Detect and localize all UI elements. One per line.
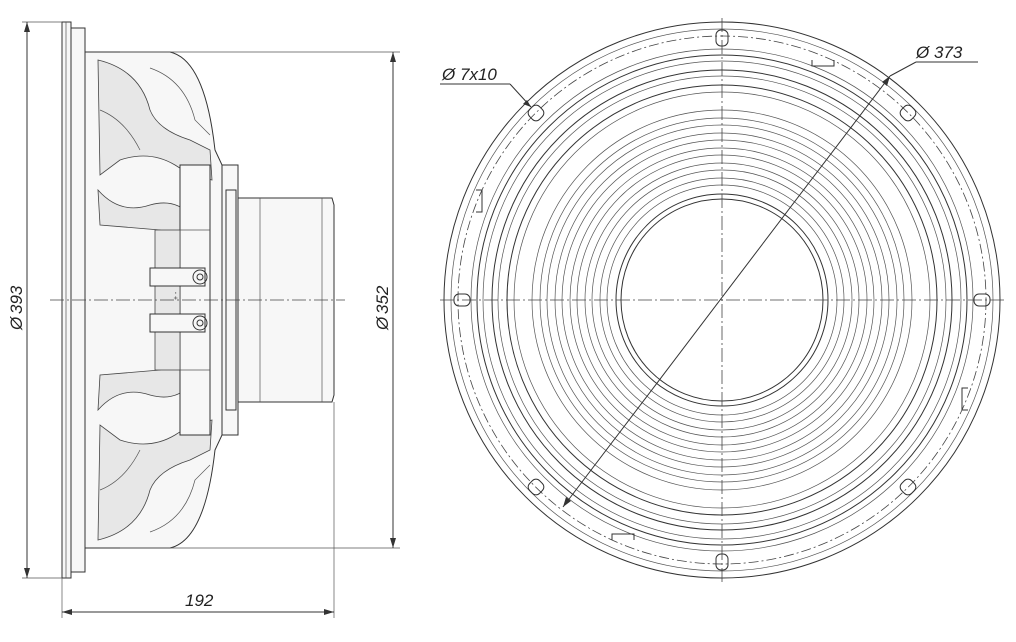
front-view: Ø 373 Ø 7x10 [440,18,1004,582]
magnet [237,197,335,403]
dim-magnet-diameter-symbol: Ø [373,315,392,331]
dim-bolt-circle: 373 [934,43,963,62]
dim-hole-symbol: Ø [441,65,457,84]
dim-depth: 192 [185,591,214,610]
dim-magnet-diameter: 352 [373,285,392,314]
surround [476,54,968,546]
dim-outer-diameter: 393 [7,285,26,314]
rim-notches [476,60,968,540]
mounting-holes [453,29,991,571]
dim-bolt-circle-symbol: Ø [915,43,931,62]
dim-outer-diameter-symbol: Ø [7,315,26,331]
svg-text:+ -: + - [173,291,180,300]
side-view: + - Ø 393 Ø 352 [7,21,400,618]
dim-hole-size: 7x10 [460,65,497,84]
terminals: + - [149,267,208,333]
